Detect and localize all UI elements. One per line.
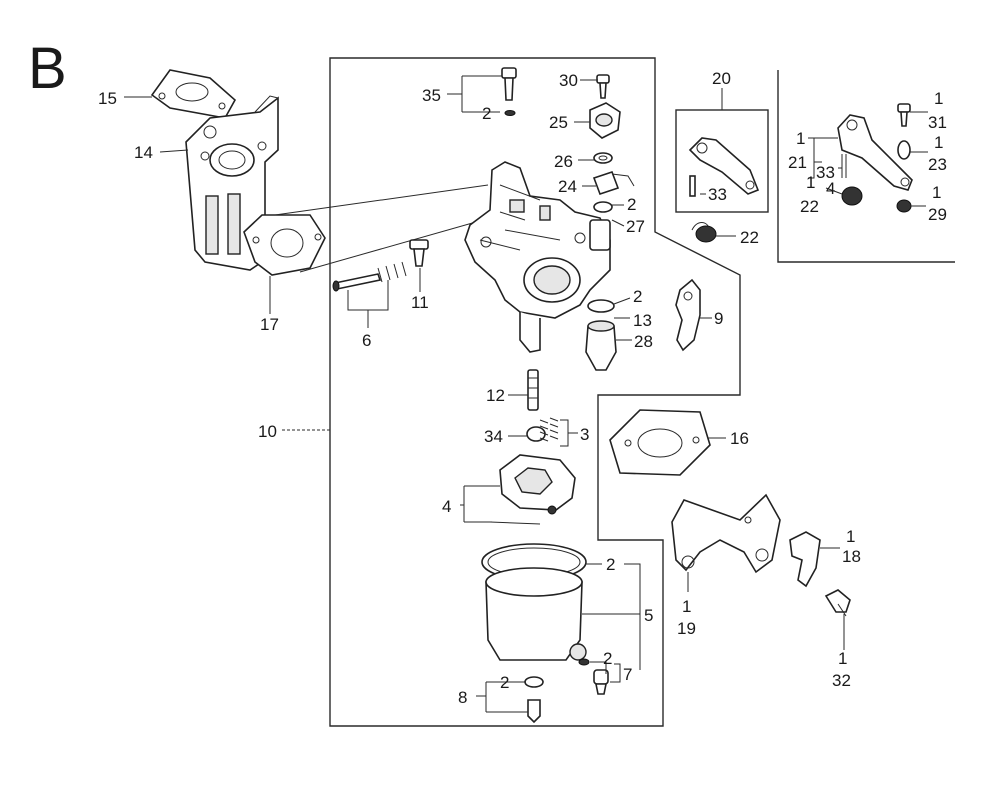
callout-21: 21 — [788, 153, 807, 172]
part-13-oring — [587, 299, 615, 313]
carburetor-body — [464, 161, 611, 353]
callout-4: 4 — [442, 497, 451, 516]
leader-lines — [124, 75, 928, 713]
callout-1-32: 1 — [838, 649, 847, 668]
part-23-collar — [897, 140, 911, 160]
callout-15: 15 — [98, 89, 117, 108]
callout-14: 14 — [134, 143, 153, 162]
part-11-screw — [409, 239, 429, 267]
callout-35: 35 — [422, 86, 441, 105]
callout-11: 11 — [411, 293, 429, 312]
part-32-bolt — [824, 589, 851, 617]
callout-2-f: 2 — [500, 673, 509, 692]
callout-22-b: 22 — [800, 197, 819, 216]
part-22-spring — [691, 222, 717, 243]
callout-29: 29 — [928, 205, 947, 224]
part-18-clip — [789, 531, 821, 588]
part-31-screw — [897, 103, 911, 127]
part-3-springs — [539, 417, 559, 442]
part-29-nut — [896, 199, 912, 213]
part-6-screw-spring — [332, 261, 407, 292]
subassembly-21-box — [777, 70, 955, 263]
callout-1-22: 1 — [806, 173, 815, 192]
callout-23: 23 — [928, 155, 947, 174]
part-2-washer-top — [504, 110, 516, 116]
part-2-washer-mid — [593, 201, 613, 213]
callout-16: 16 — [730, 429, 749, 448]
callout-22-a: 22 — [740, 228, 759, 247]
callout-1-19: 1 — [682, 597, 691, 616]
callout-33-b: 33 — [816, 163, 835, 182]
callout-10: 10 — [258, 422, 277, 441]
callout-32: 32 — [832, 671, 851, 690]
callout-28: 28 — [634, 332, 653, 351]
callout-12: 12 — [486, 386, 505, 405]
callout-17: 17 — [260, 315, 279, 334]
callout-7: 7 — [623, 665, 632, 684]
part-28-filter — [585, 320, 617, 371]
callout-13: 13 — [633, 311, 652, 330]
callout-4-b: 4 — [826, 179, 835, 198]
callout-2-e: 2 — [603, 649, 612, 668]
callout-18: 18 — [842, 547, 861, 566]
part-16-gasket — [609, 409, 711, 476]
part-24-valve — [592, 170, 635, 196]
part-26-seal — [593, 152, 613, 164]
part-8-bolt — [524, 676, 544, 724]
callout-1-31: 1 — [934, 89, 943, 108]
callout-27: 27 — [626, 217, 645, 236]
callout-25: 25 — [549, 113, 568, 132]
part-21-throttle-arm — [837, 114, 913, 191]
part-15-gasket — [150, 69, 237, 119]
part-4-float — [489, 454, 576, 525]
callout-1-21: 1 — [796, 129, 805, 148]
callout-26: 26 — [554, 152, 573, 171]
callout-2-b: 2 — [627, 195, 636, 214]
part-25-cover — [589, 102, 621, 139]
part-35-screw — [501, 67, 517, 101]
callout-2-c: 2 — [633, 287, 642, 306]
callout-1-23: 1 — [934, 133, 943, 152]
section-letter: B — [28, 36, 67, 101]
callout-24: 24 — [558, 177, 577, 196]
part-12-needle — [527, 369, 539, 411]
callout-20: 20 — [712, 69, 731, 88]
callout-labels: 15 14 17 6 11 10 35 2 30 25 26 24 2 27 2… — [98, 69, 947, 707]
callout-1-29: 1 — [932, 183, 941, 202]
callout-19: 19 — [677, 619, 696, 638]
callout-6: 6 — [362, 331, 371, 350]
part-9-float — [675, 278, 701, 352]
part-20-choke-arm — [688, 137, 760, 197]
callout-33-a: 33 — [708, 185, 727, 204]
callout-30: 30 — [559, 71, 578, 90]
assembly-boundary — [329, 57, 741, 727]
callout-31: 31 — [928, 113, 947, 132]
callout-5: 5 — [644, 606, 653, 625]
part-7-drain-screw — [578, 658, 609, 695]
callout-9: 9 — [714, 309, 723, 328]
callout-2-d: 2 — [606, 555, 615, 574]
callout-3: 3 — [580, 425, 589, 444]
callout-2-a: 2 — [482, 104, 491, 123]
callout-1-18: 1 — [846, 527, 855, 546]
part-19-bracket — [671, 493, 781, 574]
part-17-gasket — [243, 214, 326, 276]
part-30-screw — [596, 74, 610, 99]
callout-34: 34 — [484, 427, 503, 446]
part-22-spring-b — [841, 186, 863, 206]
part-5-float-bowl — [485, 567, 587, 661]
alignment-line — [274, 184, 491, 273]
callout-8: 8 — [458, 688, 467, 707]
